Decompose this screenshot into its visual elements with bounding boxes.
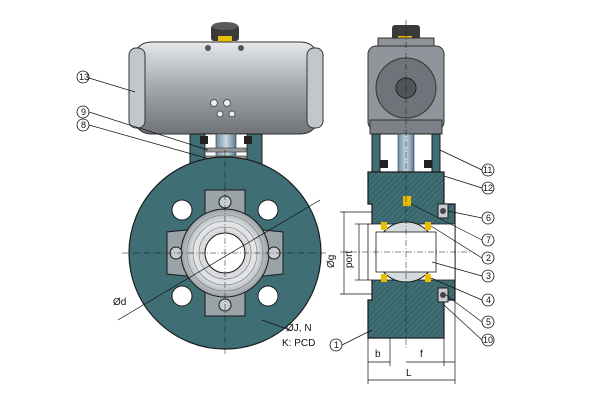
dimension-d-label: Ød	[113, 297, 126, 308]
dimension-pcd: ØJ, N K: PCD	[261, 319, 315, 349]
actuator-indicator	[211, 22, 239, 42]
dimension-g-label: Øg	[326, 255, 337, 268]
callout-12: 12	[483, 183, 493, 193]
callout-1: 1	[334, 340, 339, 350]
callout-7: 7	[486, 235, 491, 245]
callout-4: 4	[486, 295, 491, 305]
callout-5: 5	[486, 317, 491, 327]
valve-flange	[122, 150, 328, 356]
side-body	[340, 20, 470, 350]
actuator-body	[128, 41, 324, 135]
callout-9: 9	[81, 107, 86, 117]
dimension-port-label: port	[344, 251, 355, 268]
callout-6: 6	[486, 213, 491, 223]
dimension-jn-label: ØJ, N	[286, 323, 312, 334]
callout-3: 3	[486, 271, 491, 281]
callout-10: 10	[483, 335, 493, 345]
callout-13: 13	[79, 72, 89, 82]
dimension-b-label: b	[375, 349, 381, 360]
front-view: Ød ØJ, N K: PCD	[113, 22, 328, 356]
callout-8: 8	[81, 120, 86, 130]
side-view: Øg port b f L	[326, 20, 470, 384]
dimension-d: Ød	[113, 199, 321, 321]
dimension-l-label: L	[406, 368, 412, 379]
callout-2: 2	[486, 253, 491, 263]
dimension-f-label: f	[420, 349, 423, 360]
dimension-pcd-label: K: PCD	[282, 338, 315, 349]
part-callouts: 13 9 8 11 12 6 7 2 3 4 5	[76, 70, 495, 352]
callout-11: 11	[483, 165, 492, 175]
side-dimensions: Øg port b f L	[326, 211, 456, 384]
